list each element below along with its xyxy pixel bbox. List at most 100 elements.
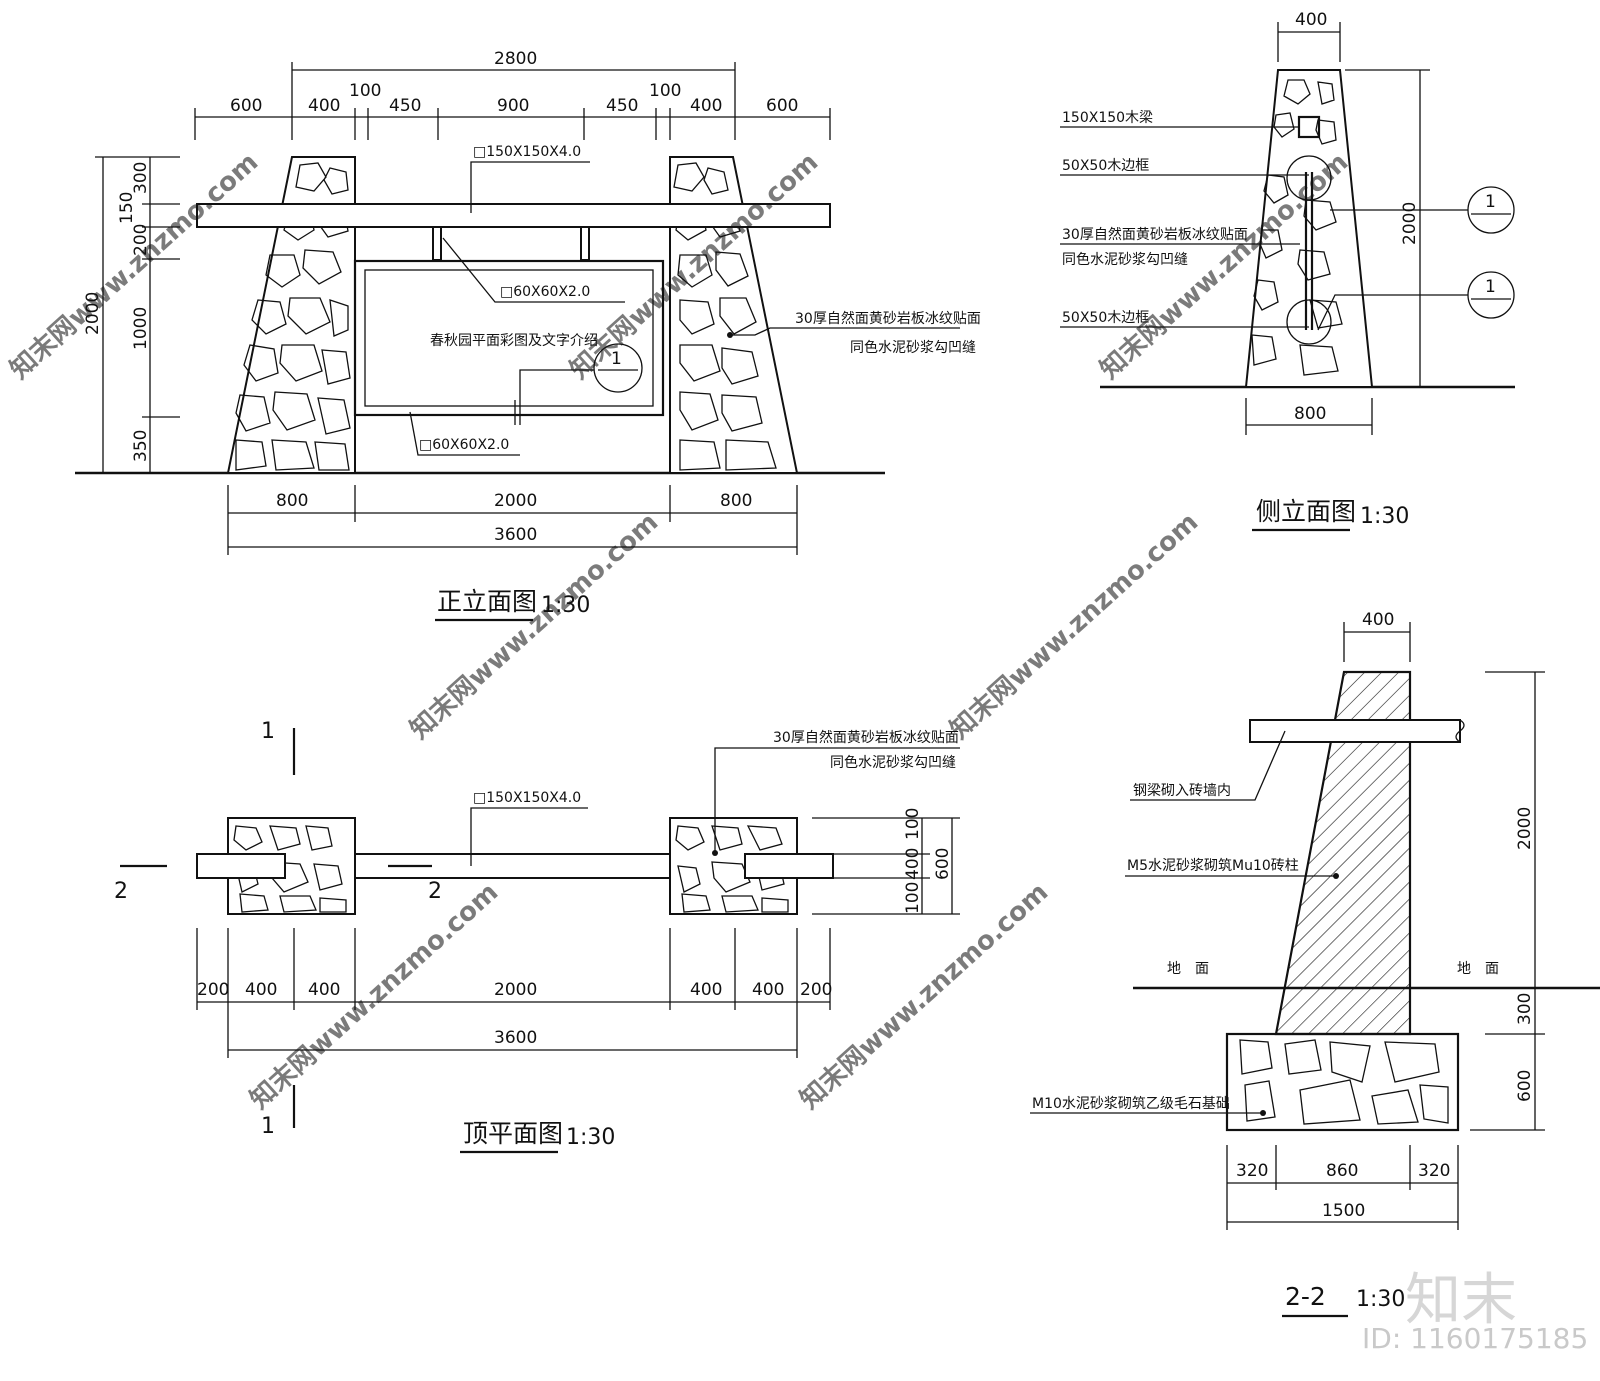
plan-right-dim-3: 100 xyxy=(903,882,923,914)
plan-right-stone-block xyxy=(669,817,798,915)
front-left-dim-1: 300 xyxy=(131,162,151,194)
plan-right-dim-1: 100 xyxy=(903,808,923,840)
plan-bottom-overall-dim: 3600 xyxy=(494,1028,537,1048)
plan-bottom-dim-3: 400 xyxy=(308,980,340,1000)
plan-bottom-dim-6: 400 xyxy=(752,980,784,1000)
side-elevation-scale: 1:30 xyxy=(1360,504,1409,529)
section-ground-left: 地 面 xyxy=(1167,961,1209,977)
front-label-post: □60X60X2.0 xyxy=(500,284,590,300)
section-rubble-foundation xyxy=(1225,1032,1460,1132)
section-bottom-dim-1: 320 xyxy=(1236,1161,1268,1181)
section-right-dim-2: 300 xyxy=(1515,993,1535,1025)
plan-bottom-dim-7: 200 xyxy=(800,980,832,1000)
plan-section-mark-2-middle: 2 xyxy=(428,879,442,904)
plan-bottom-dim-4: 2000 xyxy=(494,980,537,1000)
side-label-3: 30厚自然面黄砂岩板冰纹贴面 xyxy=(1062,226,1248,243)
section-right-dim-3: 600 xyxy=(1515,1070,1535,1102)
watermark-text: 知末网www.znzmo.com xyxy=(945,507,1205,745)
front-top-dim-1: 600 xyxy=(230,96,262,116)
front-panel-outer xyxy=(353,259,665,417)
top-plan-scale: 1:30 xyxy=(566,1125,615,1150)
front-left-dim-4: 1000 xyxy=(131,307,151,350)
side-callout-2 xyxy=(1467,271,1515,319)
section-bottom-overall-dim: 1500 xyxy=(1322,1201,1365,1221)
front-top-overall-dim: 2800 xyxy=(494,49,537,69)
front-label-beam: □150X150X4.0 xyxy=(473,144,581,160)
front-left-dim-5: 350 xyxy=(131,430,151,462)
section-2-2: 钢梁砌入砖墙内 M5水泥砂浆砌筑Mu10砖柱 地 面 地 面 M10水泥砂浆砌筑… xyxy=(1030,610,1600,1318)
front-bottom-dim-2: 2000 xyxy=(494,491,537,511)
front-panel-text: 春秋园平面彩图及文字介绍 xyxy=(430,333,598,349)
plan-stone-note-2: 同色水泥砂浆勾凹缝 xyxy=(830,754,956,771)
plan-right-dim-2: 400 xyxy=(903,848,923,880)
front-callout-number: 1 xyxy=(611,349,622,369)
side-label-1: 150X150木梁 xyxy=(1062,110,1153,126)
front-elevation-title: 正立面图 xyxy=(437,587,537,616)
side-callout-1 xyxy=(1467,186,1515,234)
section-ground-right: 地 面 xyxy=(1457,961,1499,977)
plan-beam-left-end xyxy=(196,853,286,879)
top-plan: □150X150X4.0 30厚自然面黄砂岩板冰纹贴面 同色水泥砂浆勾凹缝 1 … xyxy=(114,719,960,1154)
plan-bottom-dim-1: 200 xyxy=(197,980,229,1000)
brand-logo-text: 知末 xyxy=(1405,1268,1517,1333)
front-bottom-dim-3: 800 xyxy=(720,491,752,511)
front-elevation-scale: 1:30 xyxy=(541,593,590,618)
section-bottom-dim-3: 320 xyxy=(1418,1161,1450,1181)
front-left-dim-3: 200 xyxy=(131,224,151,256)
plan-beam-right-end xyxy=(744,853,834,879)
front-top-dim-2: 400 xyxy=(308,96,340,116)
plan-bottom-dim-5: 400 xyxy=(690,980,722,1000)
plan-stone-note-1: 30厚自然面黄砂岩板冰纹贴面 xyxy=(773,729,959,746)
front-bottom-overall-dim: 3600 xyxy=(494,525,537,545)
front-bottom-dim-1: 800 xyxy=(276,491,308,511)
front-stone-note-2: 同色水泥砂浆勾凹缝 xyxy=(850,339,976,356)
side-elevation: 150X150木梁 50X50木边框 30厚自然面黄砂岩板冰纹贴面 同色水泥砂浆… xyxy=(1060,10,1515,532)
drawing-id-label: ID: 1160175185 xyxy=(1362,1322,1589,1355)
front-stone-note-1: 30厚自然面黄砂岩板冰纹贴面 xyxy=(795,310,981,327)
section-scale: 1:30 xyxy=(1356,1287,1405,1312)
front-top-dim-8: 400 xyxy=(690,96,722,116)
plan-section-mark-1-top: 1 xyxy=(261,719,275,744)
section-right-dim-1: 2000 xyxy=(1515,807,1535,850)
front-left-dim-2: 150 xyxy=(117,192,137,224)
watermark-text: 知末网www.znzmo.com xyxy=(795,877,1055,1115)
plan-right-overall-dim: 600 xyxy=(933,848,953,880)
front-top-dim-6: 450 xyxy=(606,96,638,116)
plan-section-mark-2-left: 2 xyxy=(114,879,128,904)
plan-bottom-dim-2: 400 xyxy=(245,980,277,1000)
side-bottom-dim: 800 xyxy=(1294,404,1326,424)
side-stone-pier xyxy=(1244,69,1374,388)
plan-section-mark-1-bottom: 1 xyxy=(261,1114,275,1139)
front-panel-inner xyxy=(364,269,654,407)
front-callout-circle xyxy=(593,343,643,393)
section-label-foundation: M10水泥砂浆砌筑乙级毛石基础 xyxy=(1032,1095,1230,1112)
side-top-dim: 400 xyxy=(1295,10,1327,30)
front-top-dim-4: 450 xyxy=(389,96,421,116)
side-label-4: 同色水泥砂浆勾凹缝 xyxy=(1062,251,1188,268)
side-callout-1-number: 1 xyxy=(1485,192,1496,212)
front-post-left xyxy=(432,226,442,261)
side-callout-2-number: 1 xyxy=(1485,277,1496,297)
front-top-dim-3: 100 xyxy=(349,81,381,101)
watermark-layer: 知末网www.znzmo.com 知末网www.znzmo.com 知末网www… xyxy=(5,147,1355,1115)
top-plan-title: 顶平面图 xyxy=(463,1119,563,1148)
plan-label-beam: □150X150X4.0 xyxy=(473,790,581,806)
section-bottom-dim-2: 860 xyxy=(1326,1161,1358,1181)
side-label-5: 50X50木边框 xyxy=(1062,310,1149,326)
side-label-2: 50X50木边框 xyxy=(1062,158,1149,174)
front-top-dim-7: 100 xyxy=(649,81,681,101)
section-label-column: M5水泥砂浆砌筑Mu10砖柱 xyxy=(1127,858,1299,874)
side-elevation-title: 侧立面图 xyxy=(1256,497,1356,526)
front-left-stone-pier xyxy=(226,156,356,474)
front-top-dim-9: 600 xyxy=(766,96,798,116)
section-label-beam: 钢梁砌入砖墙内 xyxy=(1133,783,1231,799)
front-elevation: 春秋园平面彩图及文字介绍 1 □150X150X4.0 □60X60X2.0 □… xyxy=(75,49,981,622)
side-height-dim: 2000 xyxy=(1400,202,1420,245)
front-top-dim-5: 900 xyxy=(497,96,529,116)
front-steel-beam xyxy=(196,203,831,228)
front-post-right xyxy=(580,226,590,261)
section-title: 2-2 xyxy=(1285,1282,1326,1311)
front-left-overall-dim: 2000 xyxy=(83,292,103,335)
front-right-stone-pier xyxy=(669,156,799,474)
